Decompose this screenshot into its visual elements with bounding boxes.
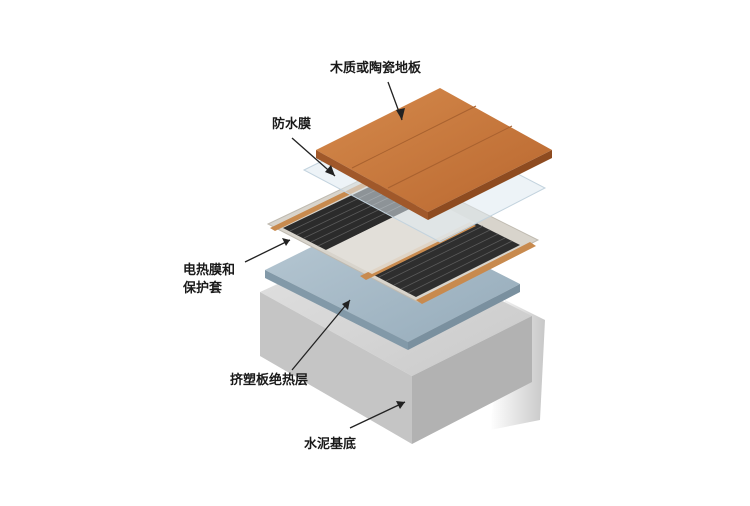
floor-layer [316,88,552,220]
xps-board-label: 挤塑板绝热层 [230,373,309,388]
arrowheads [282,108,405,409]
cement-arrow [349,401,406,429]
heating-film-grid-right [378,225,513,294]
heating-arrow [244,239,291,263]
heating-film-label-line2: 保护套 [183,281,223,296]
waterproof-film-label: 防水膜 [272,117,312,132]
heating-film-label-line1: 电热膜和 [183,263,236,278]
xps-arrow [291,299,351,371]
cement-base-label: 水泥基底 [304,437,357,452]
floor-label: 木质或陶瓷地板 [330,61,422,76]
